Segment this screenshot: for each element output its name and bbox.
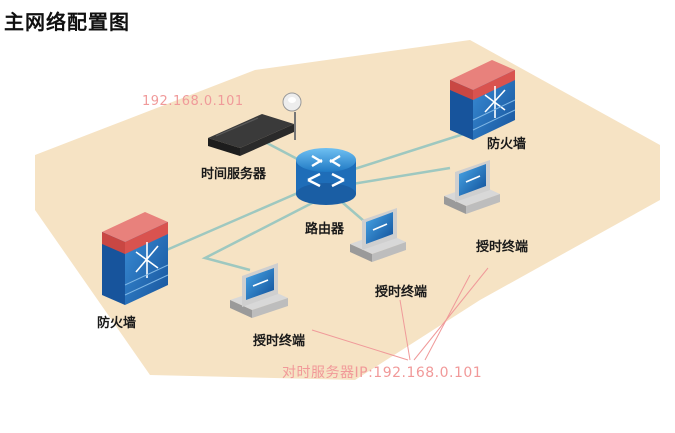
firewall-right-icon	[450, 60, 516, 140]
time-server	[208, 92, 302, 156]
terminal-front-label: 授时终端	[253, 334, 306, 349]
firewall-left-icon	[102, 212, 169, 305]
link-router-terminal-right	[339, 166, 451, 188]
terminal-middle-label: 授时终端	[375, 285, 428, 300]
time-server-ip-label: 192.168.0.101	[142, 94, 244, 109]
terminal-right-label: 授时终端	[476, 240, 529, 255]
ip-callout-lines	[311, 267, 489, 361]
router-label: 路由器	[305, 222, 345, 237]
link-router-firewall-right	[344, 130, 471, 174]
time-server-label: 时间服务器	[201, 167, 267, 182]
terminal-front-icon	[230, 263, 288, 318]
link-router-terminal-front	[201, 198, 319, 272]
router-icon	[296, 148, 356, 205]
terminal-middle-icon	[350, 208, 406, 262]
firewall-left-label: 防火墙	[97, 316, 137, 331]
firewall-right-label: 防火墙	[487, 137, 527, 152]
sync-server-ip-label: 对时服务器IP:192.168.0.101	[282, 365, 483, 381]
link-router-firewall-left	[154, 190, 301, 257]
page-title: 主网络配置图	[4, 10, 130, 34]
terminal-right-icon	[444, 160, 500, 214]
